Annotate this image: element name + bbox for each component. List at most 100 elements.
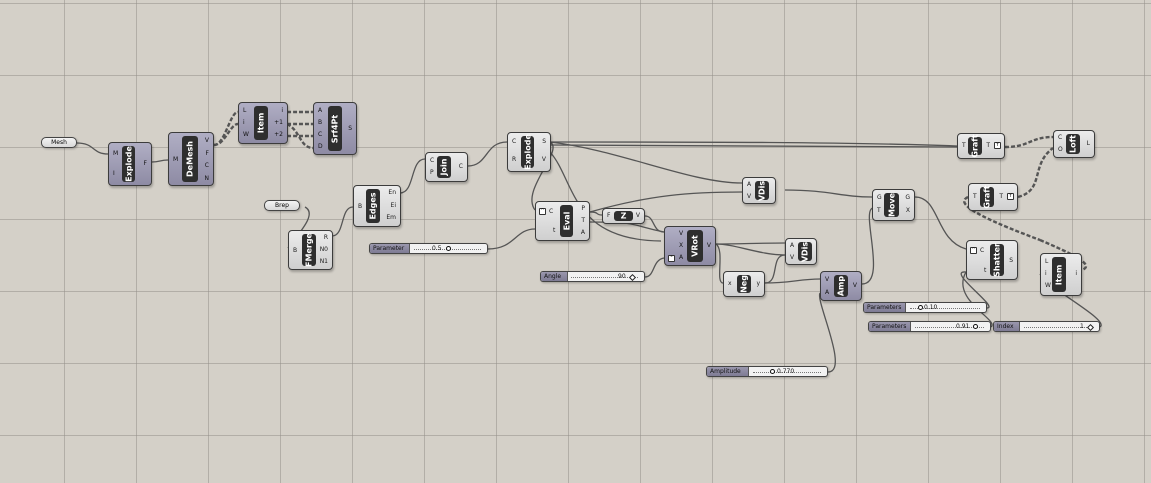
srf4pt-component[interactable]: A B C D Srf4Pt S bbox=[313, 102, 357, 155]
fmerge-input-b[interactable]: B bbox=[293, 247, 298, 254]
parameters-slider-1[interactable]: Parameters 0.10 bbox=[863, 302, 987, 313]
vrot-output-v[interactable]: V bbox=[706, 242, 711, 249]
item2-output-i[interactable]: i bbox=[1075, 270, 1077, 277]
vdis1-input-a[interactable]: A bbox=[747, 181, 752, 188]
srf4pt-input-d[interactable]: D bbox=[318, 143, 323, 150]
srf4pt-input-c[interactable]: C bbox=[318, 131, 323, 138]
fmerge-component[interactable]: B FMerge R N0 N1 bbox=[288, 230, 333, 270]
move-output-x[interactable]: X bbox=[905, 207, 910, 214]
explode2-input-c[interactable]: C bbox=[512, 138, 517, 145]
amp-input-a[interactable]: A bbox=[825, 289, 830, 296]
item-input-l[interactable]: L bbox=[243, 107, 247, 114]
eval-input-t[interactable]: t bbox=[553, 227, 556, 234]
graft-component-2[interactable]: T Graft T Y bbox=[968, 183, 1018, 211]
graft1-input-t[interactable]: T bbox=[962, 142, 966, 149]
eval-output-p[interactable]: P bbox=[581, 205, 585, 212]
item2-input-l[interactable]: L bbox=[1045, 258, 1049, 265]
neg-output-y[interactable]: y bbox=[756, 280, 760, 287]
parameter-slider[interactable]: Parameter 0.5 bbox=[369, 243, 488, 254]
edges-input-b[interactable]: B bbox=[358, 203, 363, 210]
explode-output-f[interactable]: F bbox=[143, 160, 147, 167]
amplitude-slider[interactable]: Amplitude 0.770 bbox=[706, 366, 828, 377]
index-slider[interactable]: Index 1 bbox=[993, 321, 1100, 332]
srf4pt-input-b[interactable]: B bbox=[318, 119, 323, 126]
edges-component[interactable]: B Edges En Ei Em bbox=[353, 185, 401, 227]
mesh-param[interactable]: Mesh bbox=[41, 137, 77, 148]
amp-input-v[interactable]: V bbox=[825, 276, 830, 283]
shatter-input-c[interactable]: C bbox=[980, 247, 985, 254]
item-output-plus2[interactable]: +2 bbox=[274, 131, 283, 138]
shatter-component[interactable]: ^ C t Shatter S bbox=[966, 240, 1018, 280]
item-input-w[interactable]: W bbox=[243, 131, 249, 138]
slider-knob[interactable] bbox=[628, 273, 637, 281]
vdis-component-2[interactable]: A V VDis bbox=[785, 238, 817, 265]
srf4pt-input-a[interactable]: A bbox=[318, 107, 323, 114]
fmerge-output-n0[interactable]: N0 bbox=[319, 246, 328, 253]
demesh-output-n[interactable]: N bbox=[204, 175, 210, 182]
shatter-input-t[interactable]: t bbox=[984, 267, 987, 274]
move-input-t[interactable]: T bbox=[877, 207, 881, 214]
z-vector-component[interactable]: F Z V bbox=[602, 208, 645, 224]
explode2-output-s[interactable]: S bbox=[542, 138, 546, 145]
amp-output-v[interactable]: V bbox=[852, 282, 857, 289]
vdis1-input-v[interactable]: V bbox=[747, 193, 752, 200]
graft2-output-t[interactable]: T bbox=[999, 193, 1003, 200]
amplitude-component[interactable]: V A Amp V bbox=[820, 271, 862, 301]
join-input-c[interactable]: C bbox=[430, 157, 435, 164]
slider-knob[interactable] bbox=[918, 305, 923, 310]
negative-component[interactable]: x Neg y bbox=[723, 271, 765, 297]
slider-knob[interactable] bbox=[973, 324, 978, 329]
z-output-v[interactable]: V bbox=[635, 212, 640, 219]
demesh-output-v[interactable]: V bbox=[204, 137, 209, 144]
fmerge-output-r[interactable]: R bbox=[323, 234, 328, 241]
slider-knob[interactable] bbox=[1086, 323, 1095, 331]
vdis2-input-v[interactable]: V bbox=[790, 254, 795, 261]
item-component-1[interactable]: L i W Item i +1 +2 bbox=[238, 102, 288, 144]
vdis-component-1[interactable]: A V VDis bbox=[742, 177, 776, 204]
demesh-output-f[interactable]: F bbox=[205, 150, 209, 157]
eval-output-t[interactable]: T bbox=[581, 217, 585, 224]
brep-param[interactable]: Brep bbox=[264, 200, 300, 211]
edges-output-ei[interactable]: Ei bbox=[390, 202, 396, 209]
move-output-g[interactable]: G bbox=[905, 194, 910, 201]
edges-output-em[interactable]: Em bbox=[386, 214, 396, 221]
vrot-component[interactable]: V X ° A VRot V bbox=[664, 226, 716, 266]
move-input-g[interactable]: G bbox=[877, 194, 882, 201]
explode-component-2[interactable]: C R Explode S V bbox=[507, 132, 551, 172]
item-output-i[interactable]: i bbox=[281, 107, 283, 114]
item-output-plus1[interactable]: +1 bbox=[274, 119, 283, 126]
fmerge-output-n1[interactable]: N1 bbox=[319, 258, 328, 265]
join-input-p[interactable]: P bbox=[430, 169, 434, 176]
demesh-output-c[interactable]: C bbox=[204, 162, 209, 169]
angle-slider[interactable]: Angle 90 bbox=[540, 271, 645, 282]
demesh-component[interactable]: M DeMesh V F C N bbox=[168, 132, 214, 186]
explode-input-m[interactable]: M bbox=[113, 150, 119, 157]
eval-output-a[interactable]: A bbox=[580, 229, 585, 236]
vrot-input-x[interactable]: X bbox=[679, 242, 684, 249]
item-component-2[interactable]: L i W Item i bbox=[1040, 253, 1082, 296]
graft2-input-t[interactable]: T bbox=[973, 193, 977, 200]
loft-input-c[interactable]: C bbox=[1058, 134, 1063, 141]
slider-knob[interactable] bbox=[770, 369, 775, 374]
loft-component[interactable]: C O Loft L bbox=[1053, 130, 1095, 158]
item2-input-i[interactable]: i bbox=[1045, 270, 1047, 277]
eval-component[interactable]: ^ C t Eval P T A bbox=[535, 201, 590, 241]
item2-input-w[interactable]: W bbox=[1045, 282, 1051, 289]
explode2-input-r[interactable]: R bbox=[512, 156, 517, 163]
explode2-output-v[interactable]: V bbox=[541, 156, 546, 163]
join-component[interactable]: C P Join C bbox=[425, 152, 468, 182]
srf4pt-output-s[interactable]: S bbox=[348, 125, 352, 132]
move-component[interactable]: G T Move G X bbox=[872, 189, 915, 221]
eval-input-c[interactable]: C bbox=[549, 208, 554, 215]
vrot-input-v[interactable]: V bbox=[679, 230, 684, 237]
item-input-i[interactable]: i bbox=[243, 119, 245, 126]
z-input-f[interactable]: F bbox=[607, 212, 611, 219]
vrot-input-a[interactable]: A bbox=[679, 254, 684, 261]
join-output-c[interactable]: C bbox=[458, 163, 463, 170]
vdis2-input-a[interactable]: A bbox=[790, 242, 795, 249]
loft-input-o[interactable]: O bbox=[1058, 146, 1063, 153]
graft-component-1[interactable]: T Graft T Y bbox=[957, 133, 1005, 159]
loft-output-l[interactable]: L bbox=[1086, 140, 1090, 147]
explode-input-i[interactable]: I bbox=[113, 170, 115, 177]
